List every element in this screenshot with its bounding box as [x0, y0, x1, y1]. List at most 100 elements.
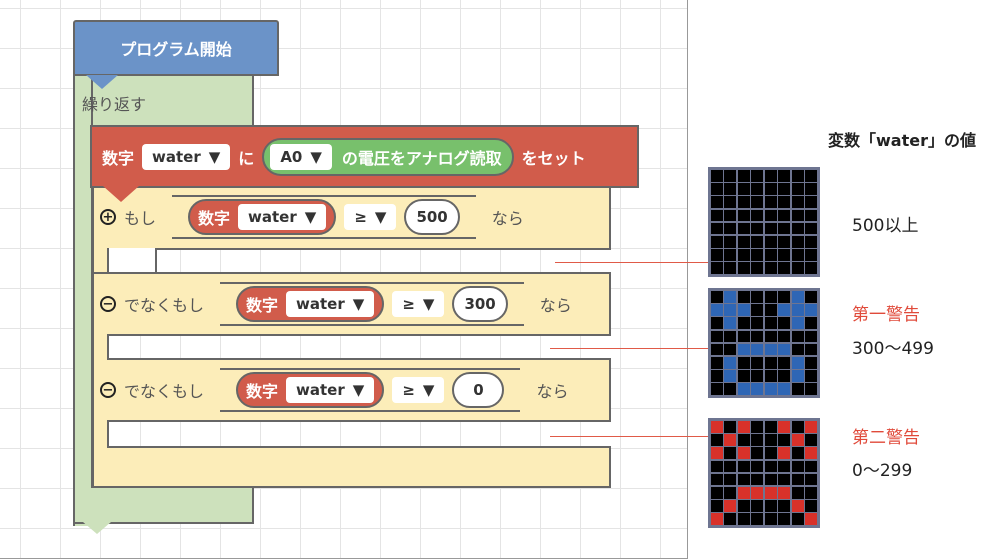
warning-1-label: 第一警告 — [852, 305, 920, 325]
led-off — [711, 209, 723, 222]
led-on — [805, 304, 817, 316]
led-off — [778, 209, 791, 222]
variable-dropdown[interactable]: water▼ — [286, 377, 375, 403]
led-off — [805, 183, 817, 195]
variable-name: water — [248, 208, 297, 226]
led-off — [751, 473, 764, 486]
led-off — [724, 183, 737, 195]
led-off — [711, 500, 723, 512]
led-off — [764, 262, 777, 274]
led-off — [751, 330, 764, 343]
led-off — [751, 434, 764, 446]
led-off — [724, 222, 737, 235]
led-on — [737, 486, 750, 499]
led-off — [778, 183, 791, 195]
pin-dropdown[interactable]: A0▼ — [270, 143, 332, 170]
led-off — [751, 447, 764, 460]
led-on — [791, 500, 804, 512]
led-off — [778, 513, 791, 525]
variable-dropdown[interactable]: water▼ — [238, 204, 327, 230]
led-off — [737, 460, 750, 473]
type-label: 数字 — [246, 382, 279, 401]
led-off — [778, 170, 791, 182]
led-off — [791, 383, 804, 395]
led-on — [724, 434, 737, 446]
led-off — [778, 460, 791, 473]
ni-label: に — [238, 148, 255, 168]
analog-read-block[interactable]: A0▼ の電圧をアナログ読取 — [262, 137, 514, 176]
led-off — [751, 209, 764, 222]
led-on — [711, 447, 723, 460]
led-on — [791, 356, 804, 369]
led-off — [751, 500, 764, 512]
led-off — [778, 434, 791, 446]
dropdown-arrow-icon: ▼ — [422, 381, 435, 399]
led-off — [711, 235, 723, 248]
led-off — [751, 170, 764, 182]
led-on — [751, 383, 764, 395]
if-label: もし — [124, 209, 157, 228]
set-variable-block[interactable]: 数字 water▼ に A0▼ の電圧をアナログ読取 をセット — [90, 125, 639, 188]
plus-icon[interactable]: + — [100, 209, 116, 225]
led-off — [764, 209, 777, 222]
led-off — [751, 356, 764, 369]
variable-dropdown[interactable]: water▼ — [142, 143, 231, 170]
led-off — [711, 460, 723, 473]
program-start-block[interactable]: プログラム開始 — [73, 20, 279, 76]
led-off — [737, 356, 750, 369]
led-on — [711, 513, 723, 525]
led-off — [764, 421, 777, 433]
led-off — [805, 170, 817, 182]
led-off — [791, 235, 804, 248]
led-on — [791, 317, 804, 330]
value-input[interactable]: 300 — [452, 286, 508, 322]
led-off — [737, 473, 750, 486]
value-input[interactable]: 0 — [452, 372, 505, 408]
led-off — [724, 486, 737, 499]
led-off — [737, 249, 750, 261]
minus-icon[interactable]: − — [100, 382, 116, 398]
value-input[interactable]: 500 — [404, 199, 460, 235]
led-off — [711, 262, 723, 274]
led-on — [778, 343, 791, 356]
operator-dropdown[interactable]: ≥▼ — [344, 204, 397, 230]
analog-read-label: の電圧をアナログ読取 — [341, 148, 502, 168]
led-on — [764, 486, 777, 499]
operator-dropdown[interactable]: ≥▼ — [392, 377, 445, 403]
led-off — [764, 196, 777, 209]
led-off — [778, 473, 791, 486]
led-on — [737, 304, 750, 316]
variable-name: water — [296, 381, 345, 399]
led-off — [805, 486, 817, 499]
led-off — [711, 196, 723, 209]
led-on — [724, 317, 737, 330]
led-off — [791, 513, 804, 525]
led-off — [737, 262, 750, 274]
led-off — [791, 170, 804, 182]
led-on — [724, 500, 737, 512]
led-on — [764, 383, 777, 395]
led-off — [764, 291, 777, 303]
number-variable-block[interactable]: 数字 water▼ — [236, 372, 385, 408]
led-on — [778, 383, 791, 395]
variable-name: water — [152, 147, 201, 166]
led-off — [751, 196, 764, 209]
led-off — [764, 170, 777, 182]
dropdown-arrow-icon: ▼ — [422, 295, 435, 313]
variable-dropdown[interactable]: water▼ — [286, 291, 375, 317]
led-off — [751, 291, 764, 303]
led-off — [764, 304, 777, 316]
led-off — [737, 235, 750, 248]
led-off — [737, 434, 750, 446]
operator-dropdown[interactable]: ≥▼ — [392, 291, 445, 317]
led-off — [711, 317, 723, 330]
led-off — [778, 500, 791, 512]
led-off — [751, 421, 764, 433]
minus-icon[interactable]: − — [100, 296, 116, 312]
